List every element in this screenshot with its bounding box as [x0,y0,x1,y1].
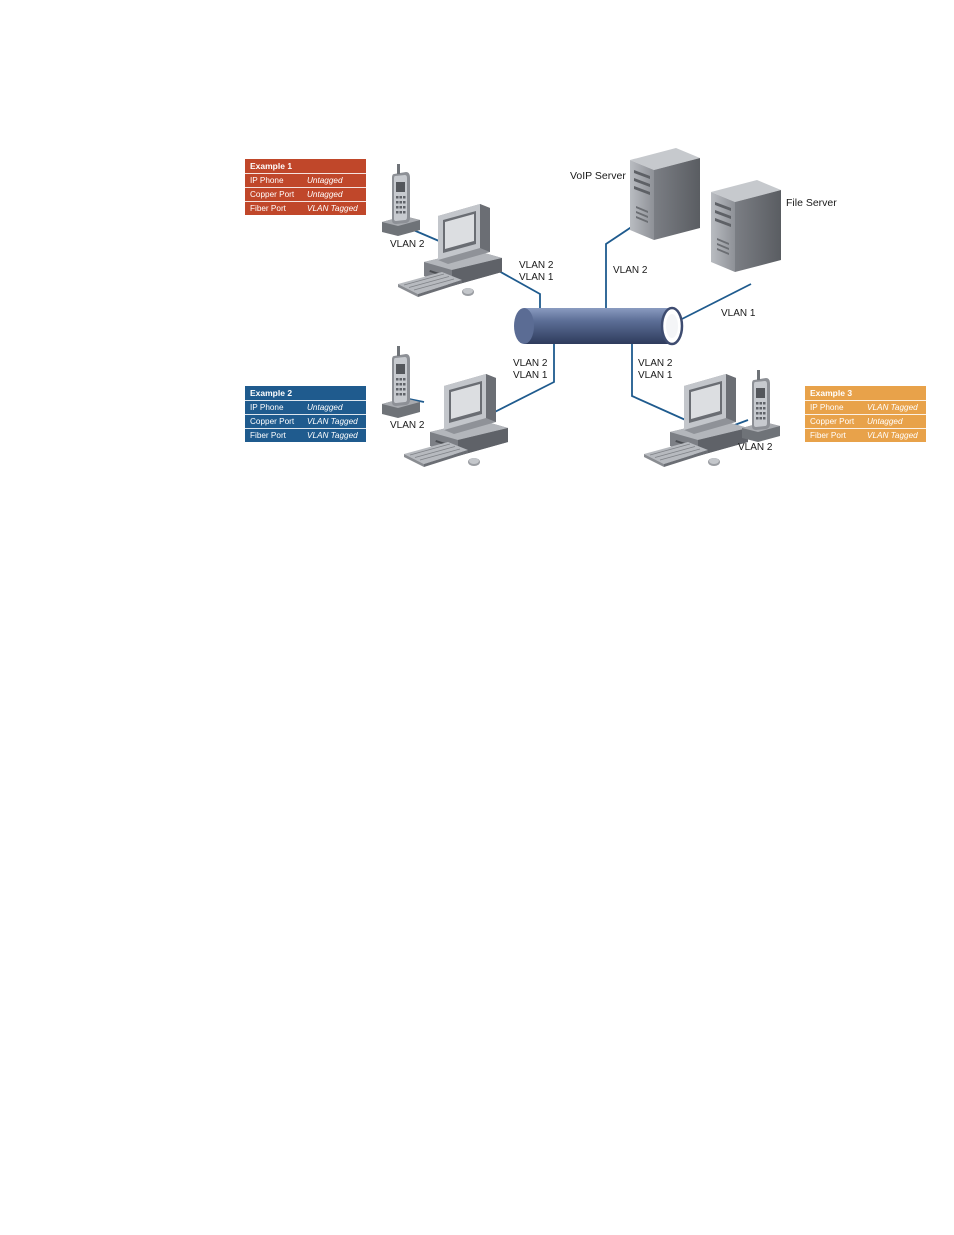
example-3-key: IP Phone [810,403,844,412]
bottom-left-phone-label: VLAN 2 [390,420,425,431]
top-left-phone-label: VLAN 2 [390,239,425,250]
bottom-right-phone-label: VLAN 2 [738,442,773,453]
example-1-legend: Example 1 IP Phone Untagged Copper Port … [245,159,366,215]
bottom-right-ip-phone-icon [742,370,780,442]
example-1-row-ip-phone: IP Phone Untagged [245,173,366,187]
example-1-row-copper-port: Copper Port Untagged [245,187,366,201]
example-3-row-fiber-port: Fiber Port VLAN Tagged [805,428,926,442]
example-3-row-ip-phone: IP Phone VLAN Tagged [805,400,926,414]
file-server-label: File Server [786,197,837,209]
example-2-row-fiber-port: Fiber Port VLAN Tagged [245,428,366,442]
example-1-title: Example 1 [250,161,293,171]
link-file-server [675,283,752,323]
example-2-row-ip-phone: IP Phone Untagged [245,400,366,414]
link-bottom-right-trunk [631,342,691,423]
top-left-trunk-label-1: VLAN 2 [519,260,554,271]
example-3-value: VLAN Tagged [867,403,918,412]
example-2-key: Fiber Port [250,431,286,440]
example-2-key: Copper Port [250,417,295,426]
bottom-left-ip-phone-icon [382,346,420,418]
example-3-key: Copper Port [810,417,855,426]
example-1-value: Untagged [307,176,343,185]
example-2-title: Example 2 [250,388,293,398]
example-2-legend: Example 2 IP Phone Untagged Copper Port … [245,386,366,442]
example-2-row-copper-port: Copper Port VLAN Tagged [245,414,366,428]
example-1-value: Untagged [307,190,343,199]
top-left-trunk-label-2: VLAN 1 [519,272,554,283]
example-3-value: Untagged [867,417,903,426]
voip-server-label: VoIP Server [570,170,626,182]
example-3-key: Fiber Port [810,431,846,440]
example-3-legend: Example 3 IP Phone VLAN Tagged Copper Po… [805,386,926,442]
example-1-key: Fiber Port [250,204,286,213]
bottom-right-computer-icon [643,373,749,468]
bottom-left-trunk-label-2: VLAN 1 [513,370,548,381]
example-1-value: VLAN Tagged [307,204,358,213]
bottom-right-trunk-label-2: VLAN 1 [638,370,673,381]
example-3-title: Example 3 [810,388,853,398]
file-link-label: VLAN 1 [721,308,756,319]
top-left-computer-icon [397,203,503,298]
example-2-value: VLAN Tagged [307,431,358,440]
backbone-switch-icon [514,306,684,346]
example-2-value: Untagged [307,403,343,412]
file-server-icon [711,180,781,272]
bottom-left-trunk-label-1: VLAN 2 [513,358,548,369]
bottom-right-trunk-label-1: VLAN 2 [638,358,673,369]
example-2-key: IP Phone [250,403,284,412]
voip-server-icon [630,148,700,240]
example-3-row-copper-port: Copper Port Untagged [805,414,926,428]
example-3-value: VLAN Tagged [867,431,918,440]
example-1-key: Copper Port [250,190,295,199]
top-left-ip-phone-icon [382,164,420,236]
example-1-row-fiber-port: Fiber Port VLAN Tagged [245,201,366,215]
example-2-value: VLAN Tagged [307,417,358,426]
example-1-key: IP Phone [250,176,284,185]
voip-link-label: VLAN 2 [613,265,648,276]
link-bottom-left-trunk [474,342,555,423]
